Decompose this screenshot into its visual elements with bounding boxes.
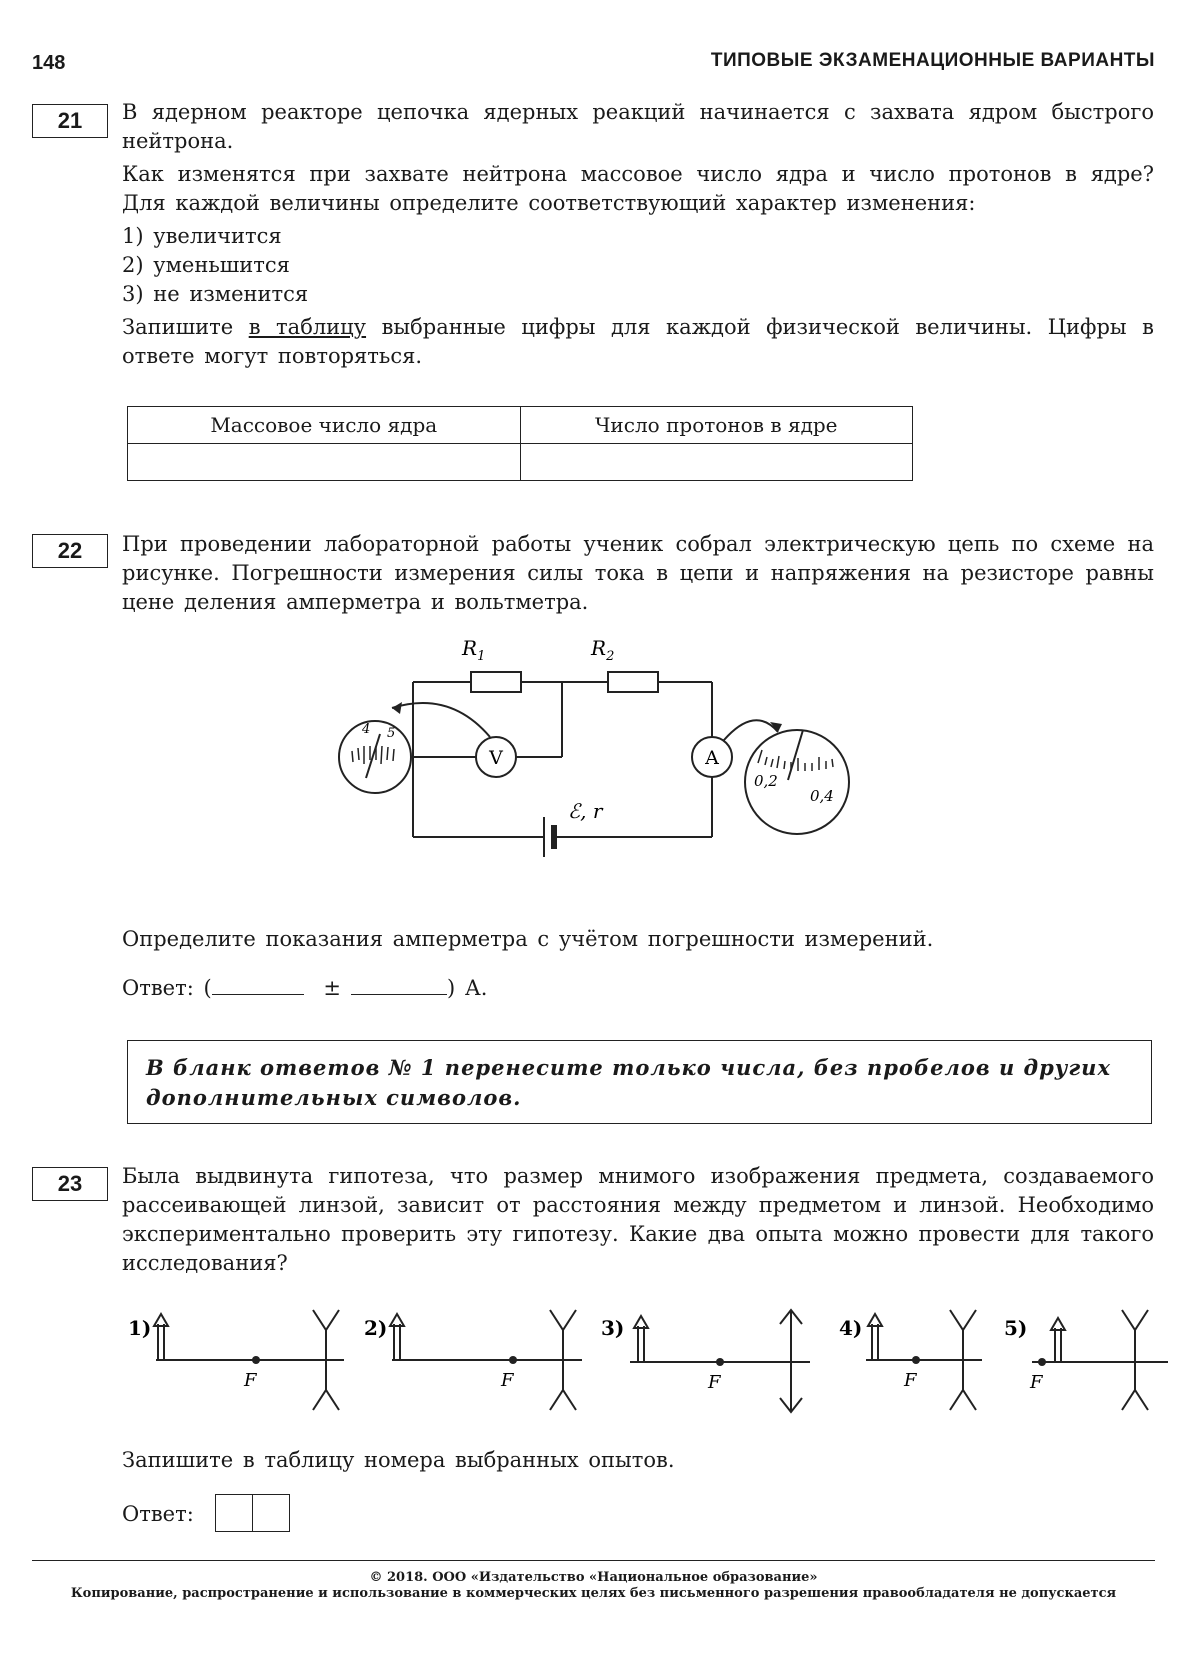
table-header-mass-number: Массовое число ядра <box>127 406 521 444</box>
footer-notice: Копирование, распространение и использов… <box>70 1586 1117 1601</box>
ammeter-scale-ticks <box>757 729 834 781</box>
voltmeter-label: V <box>488 747 503 769</box>
page-number: 148 <box>32 52 66 74</box>
ammeter-symbol <box>691 736 733 778</box>
q23-paragraph-1: Была выдвинута гипотеза, что размер мним… <box>122 1164 1154 1275</box>
ammeter-arrowhead <box>770 722 782 732</box>
label-r1: R1 <box>461 636 485 664</box>
ammeter-scale-0-2: 0,2 <box>754 772 778 790</box>
question-number-21: 21 <box>32 104 108 138</box>
q21-paragraph-2: Как изменятся при захвате нейтрона массо… <box>122 162 1154 215</box>
q21-option-2: 2) уменьшится <box>122 253 290 277</box>
voltmeter-scale-5: 5 <box>387 726 395 741</box>
ammeter-label: A <box>704 747 719 769</box>
voltmeter-scale-4: 4 <box>361 722 370 737</box>
table-link: в таблицу <box>248 315 367 339</box>
question-21-text: В ядерном реакторе цепочка ядерных реакц… <box>122 98 1154 371</box>
experiment-label-2: 2) <box>364 1316 387 1340</box>
experiment-label-1: 1) <box>128 1316 151 1340</box>
q21-instruction: Запишите в таблицу выбранные цифры для к… <box>122 315 1154 368</box>
ammeter-dial <box>744 729 850 835</box>
q23-answer-label: Ответ: <box>122 1502 194 1526</box>
resistor-r1 <box>470 671 522 693</box>
emf-label: ℰ, r <box>568 799 604 823</box>
q22-paragraph-2: Определите показания амперметра с учётом… <box>122 927 934 951</box>
q21-option-1: 1) увеличится <box>122 224 282 248</box>
q22-paragraph-1: При проведении лабораторной работы учени… <box>122 532 1154 614</box>
footer-copyright: © 2018. ООО «Издательство «Национальное … <box>369 1570 818 1585</box>
focus-label-3: F <box>707 1372 722 1393</box>
resistor-r2 <box>607 671 659 693</box>
focus-label-4: F <box>903 1370 918 1391</box>
ammeter-arrow <box>723 719 779 741</box>
table-header-proton-number: Число протонов в ядре <box>519 406 913 444</box>
ammeter-scale-0-4: 0,4 <box>810 787 834 805</box>
running-title: ТИПОВЫЕ ЭКЗАМЕНАЦИОННЫЕ ВАРИАНТЫ <box>710 50 1155 71</box>
question-number-22: 22 <box>32 534 108 568</box>
experiment-label-3: 3) <box>601 1316 624 1340</box>
q22-answer-line: Ответ: ( ±) А. <box>122 974 488 1000</box>
q21-answer-table: Массовое число ядра Число протонов в ядр… <box>127 406 913 481</box>
experiment-label-4: 4) <box>839 1316 862 1340</box>
voltmeter-dial <box>338 720 412 794</box>
voltmeter-scale-ticks <box>351 733 395 779</box>
focus-label-1: F <box>243 1370 258 1391</box>
circuit-diagram: R1 R2 V A ℰ, r 4 5 0,2 0,4 <box>338 636 850 857</box>
label-r2: R2 <box>590 636 614 664</box>
focus-label-5: F <box>1029 1372 1044 1393</box>
lens-experiments-diagram: 1) 2) 3) 4) 5) F F F F <box>128 1308 1168 1414</box>
q23-paragraph-2: Запишите в таблицу номера выбранных опыт… <box>122 1448 675 1472</box>
answer-error-blank[interactable] <box>350 974 447 995</box>
answer-box-1[interactable] <box>215 1494 253 1532</box>
answer-value-blank[interactable] <box>211 974 304 995</box>
q21-option-3: 3) не изменится <box>122 282 309 306</box>
answer-cell-mass-number[interactable] <box>127 443 521 481</box>
answer-sheet-notice: В бланк ответов № 1 перенесите только чи… <box>127 1040 1152 1124</box>
focus-label-2: F <box>500 1370 515 1391</box>
question-number-23: 23 <box>32 1167 108 1201</box>
voltmeter-arrow <box>391 702 491 738</box>
voltmeter-arrowhead <box>392 702 402 714</box>
voltmeter-symbol <box>475 736 517 778</box>
footer-rule <box>32 1560 1155 1561</box>
experiment-label-5: 5) <box>1004 1316 1027 1340</box>
q21-paragraph-1: В ядерном реакторе цепочка ядерных реакц… <box>122 100 1154 153</box>
answer-cell-proton-number[interactable] <box>519 443 913 481</box>
answer-box-2[interactable] <box>251 1494 290 1532</box>
q23-answer-boxes <box>215 1494 290 1532</box>
